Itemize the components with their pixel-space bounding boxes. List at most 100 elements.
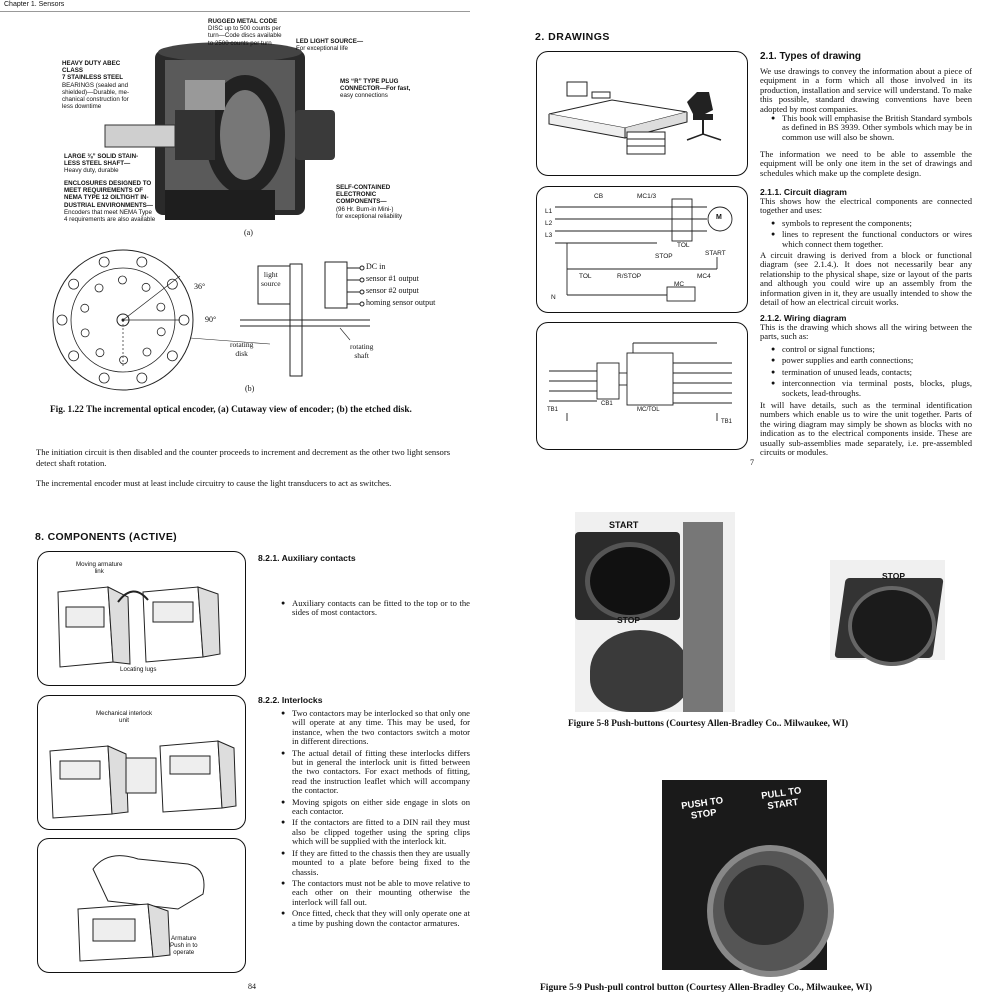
aux-contacts-drawing: [57, 586, 221, 668]
desk-illustration-box: [536, 51, 748, 176]
section-8-2-1-bullets: Auxiliary contacts can be fitted to the …: [280, 598, 470, 620]
circuit-label-cb: CB: [594, 193, 604, 200]
disk-outer-slot: [68, 350, 80, 362]
section-8-2-2-title: 8.2.2. Interlocks: [258, 695, 323, 705]
disk-inner-slot: [94, 283, 104, 293]
section-2-1-1-bullets: symbols to represent the components; lin…: [770, 218, 972, 251]
interlock-drawing: [49, 740, 237, 819]
circuit-label-mc4: MC4: [697, 273, 711, 280]
disk-outer-slot: [136, 372, 148, 384]
disk-inner-slot: [119, 355, 128, 365]
disk-inner-slot: [156, 327, 166, 337]
components-heading: 8. COMPONENTS (ACTIVE): [35, 531, 177, 543]
angle-90-label: 90°: [205, 315, 217, 324]
section-2-1-2-body: This is the drawing which shows all the …: [760, 322, 972, 342]
bullet-item: The contactors must not be able to move …: [281, 878, 470, 907]
armature-label: Armature Push in to operate: [170, 935, 198, 957]
section-2-1-2-bullets: control or signal functions; power suppl…: [770, 344, 972, 400]
figure-label-b: (b): [245, 384, 255, 393]
disk-inner-slot: [156, 302, 166, 312]
wiring-diagram: [549, 342, 732, 421]
bullet-item: termination of unused leads, contacts;: [771, 367, 972, 378]
disk-outer-slot: [98, 372, 110, 384]
bullet-item: If they are fitted to the chassis then t…: [281, 848, 470, 877]
wiring-label-tb1-left: TB1: [547, 407, 559, 413]
section-2-1-1-body: This shows how the electrical components…: [760, 196, 972, 216]
bullet-item: symbols to represent the components;: [771, 218, 972, 229]
light-source-label: light source: [261, 270, 281, 288]
encoder-paragraph-1: The initiation circuit is then disabled …: [36, 447, 451, 468]
callout-ms-connector: MS “R” TYPE PLUG CONNECTOR—For fast, eas…: [340, 78, 411, 100]
section-2-1-body: We use drawings to convey the informatio…: [760, 66, 972, 114]
moving-armature-label: Moving armature link: [76, 561, 123, 576]
chapter-header: Chapter 1. Sensors: [4, 1, 65, 8]
components-page-number: 84: [248, 982, 256, 991]
sensor2-label: sensor #2 output: [366, 286, 419, 295]
encoder-paragraph-2: The incremental encoder must at least in…: [36, 478, 392, 488]
callout-led: LED LIGHT SOURCE— For exceptional life: [296, 38, 364, 53]
bullet-item: The actual detail of fitting these inter…: [281, 748, 470, 796]
stop-label-2: STOP: [882, 571, 905, 581]
bullet-item: lines to represent the functional conduc…: [771, 230, 972, 249]
rotating-shaft-label: rotating shaft: [350, 342, 374, 360]
armature-drawing: [77, 855, 205, 962]
disk-inner-slot: [80, 328, 90, 338]
bullet-item: power supplies and earth connections;: [771, 355, 972, 366]
circuit-diagram-box: CB MC1/3 L1 L2 L3 M TOL STOP START TOL R…: [536, 186, 748, 313]
circuit-label-mc2: MC: [674, 281, 685, 288]
bullet-item: Auxiliary contacts can be fitted to the …: [281, 598, 470, 618]
disk-outer-slot: [136, 256, 148, 268]
aux-contacts-figure-box: Moving armature link Locating lugs: [37, 551, 246, 686]
figure-label-a: (a): [244, 228, 253, 237]
push-pull-caption: Figure 5-9 Push-pull control button (Cou…: [540, 983, 872, 993]
etched-disk-diagram: [52, 249, 370, 391]
pushbutton-start-photo: START STOP: [575, 512, 735, 712]
rotating-disk-label: rotating disk: [230, 340, 254, 358]
disk-inner-slot: [142, 347, 152, 357]
start-label: START: [609, 520, 639, 530]
disk-outer-slot: [166, 350, 178, 362]
callout-enclosure: ENCLOSURES DESIGNED TO MEET REQUIREMENTS…: [64, 180, 156, 224]
angle-36-label: 36°: [194, 282, 206, 291]
circuit-label-mc: MC1/3: [637, 193, 657, 200]
circuit-label-n: N: [551, 294, 556, 301]
circuit-label-l3: L3: [545, 232, 553, 239]
disk-outer-slot: [56, 314, 68, 326]
pushbutton-stop-photo: STOP: [830, 560, 945, 666]
circuit-label-tol-2: TOL: [579, 273, 592, 280]
interlock-figure-box: Mechanical interlock unit: [37, 695, 246, 830]
callout-shaft: LARGE ⅜” SOLID STAIN- LESS STEEL SHAFT— …: [64, 153, 139, 175]
callout-bearings: HEAVY DUTY ABEC CLASS 7 STAINLESS STEEL …: [62, 60, 130, 111]
sensor1-label: sensor #1 output: [366, 274, 419, 283]
circuit-label-rstop: R/STOP: [617, 273, 642, 280]
section-8-2-1-title: 8.2.1. Auxiliary contacts: [258, 553, 356, 563]
circuit-label-tol: TOL: [677, 242, 690, 249]
stop-label-1: STOP: [617, 615, 640, 625]
circuit-label-l2: L2: [545, 220, 553, 227]
homing-label: homing sensor output: [366, 298, 436, 307]
bullet-item: Moving spigots on either side engage in …: [281, 797, 470, 817]
push-to-stop-label: PUSH TO STOP: [680, 795, 724, 822]
disk-outer-slot: [68, 278, 80, 290]
bullet-item: interconnection via terminal posts, bloc…: [771, 379, 972, 398]
disk-inner-slot: [141, 282, 151, 292]
bullet-item: This book will emphasise the British Sta…: [771, 113, 972, 142]
disk-outer-slot: [178, 314, 190, 326]
wiring-label-mctol: MC/TOL: [637, 407, 660, 413]
section-2-1-1-title: 2.1.1. Circuit diagram: [760, 187, 847, 197]
disk-inner-slot: [80, 303, 90, 313]
section-2-1-bullets: This book will emphasise the British Sta…: [770, 113, 972, 144]
pushbuttons-caption: Figure 5-8 Push-buttons (Courtesy Allen-…: [568, 719, 849, 729]
callout-rugged: RUGGED METAL CODE DISC up to 500 counts …: [208, 18, 282, 47]
header-rule: [0, 11, 470, 12]
circuit-label-l1: L1: [545, 208, 553, 215]
section-8-2-2-bullets: Two contactors may be interlocked so tha…: [280, 708, 470, 930]
section-2-1-title: 2.1. Types of drawing: [760, 51, 861, 62]
push-pull-button-photo: PUSH TO STOP PULL TO START: [662, 780, 834, 977]
section-2-1-body-2: The information we need to be able to as…: [760, 149, 972, 178]
wiring-label-cb1: CB1: [601, 401, 613, 407]
armature-figure-box: Armature Push in to operate: [37, 838, 246, 973]
circuit-label-start: START: [705, 250, 726, 257]
locating-lugs-label: Locating lugs: [120, 666, 157, 673]
bullet-item: Once fitted, check that they will only o…: [281, 908, 470, 928]
